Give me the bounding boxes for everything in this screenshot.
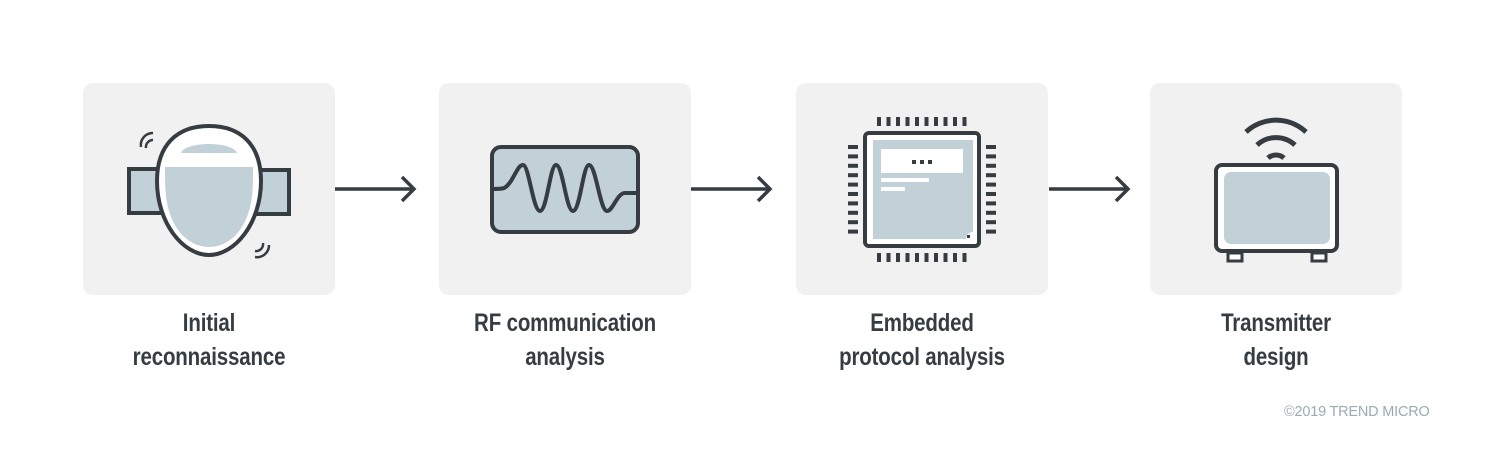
chip-pin <box>848 229 858 234</box>
chip-pin <box>848 154 858 159</box>
chip-pin <box>986 182 996 187</box>
waveform-icon <box>490 145 640 234</box>
chip-pin <box>915 117 919 126</box>
chip-pin <box>924 253 929 262</box>
label-line: analysis <box>525 343 605 371</box>
chip-pin <box>848 201 858 206</box>
chip-pin <box>986 145 996 149</box>
chip-pin <box>896 253 900 262</box>
chip-pin <box>953 117 957 126</box>
step-label-initial-reconnaissance: Initial reconnaissance <box>86 306 332 374</box>
chip-pin <box>962 117 967 126</box>
step-card-initial-reconnaissance <box>83 83 335 295</box>
copyright-notice: ©2019 TREND MICRO <box>1284 404 1430 420</box>
chip-pin <box>848 182 858 187</box>
chip-pin <box>848 220 858 225</box>
chip-pin <box>986 201 996 206</box>
label-line: RF communication <box>474 309 656 337</box>
chip-pin <box>877 253 881 262</box>
step-label-embedded-protocol-analysis: Embedded protocol analysis <box>799 306 1045 374</box>
label-line: reconnaissance <box>132 343 286 371</box>
chip-pin <box>905 253 910 262</box>
chip-pin <box>986 220 996 225</box>
label-line: Transmitter <box>1221 309 1331 337</box>
chip-pin <box>953 253 957 262</box>
label-line: design <box>1243 343 1309 371</box>
step-card-embedded-protocol-analysis <box>796 83 1048 295</box>
chip-pin <box>848 192 858 196</box>
chip-pin <box>896 117 900 126</box>
arrow-right-icon <box>691 176 773 202</box>
chip-pin <box>848 163 858 168</box>
chip-pin <box>986 192 996 196</box>
chip-pin <box>915 253 919 262</box>
chip-pin <box>986 173 996 178</box>
step-card-transmitter-design <box>1150 83 1402 295</box>
chip-pin <box>986 229 996 234</box>
chip-pin <box>848 210 858 215</box>
transmitter-icon <box>1214 117 1339 263</box>
chip-pin <box>848 173 858 178</box>
chip-pin <box>986 163 996 168</box>
chip-pin <box>886 253 891 262</box>
step-card-rf-communication-analysis <box>439 83 691 295</box>
step-label-rf-communication-analysis: RF communication analysis <box>442 306 688 374</box>
arrow-right-icon <box>1049 176 1131 202</box>
chip-pin <box>886 117 891 126</box>
arrow-right-icon <box>335 176 417 202</box>
step-label-transmitter-design: Transmitter design <box>1153 306 1399 374</box>
chip-pin <box>848 145 858 149</box>
label-line: Embedded <box>870 309 974 337</box>
chip-pin <box>934 253 938 262</box>
label-line: Initial <box>182 309 236 337</box>
chip-pin <box>943 253 948 262</box>
chip-pin <box>934 117 938 126</box>
microchip-icon <box>848 117 996 262</box>
chip-pin <box>924 117 929 126</box>
chip-pin <box>905 117 910 126</box>
chip-pin <box>986 210 996 215</box>
device-with-signal-icon <box>127 123 291 259</box>
chip-pin <box>943 117 948 126</box>
chip-pin <box>962 253 967 262</box>
chip-pin <box>877 117 881 126</box>
chip-pin <box>986 154 996 159</box>
label-line: protocol analysis <box>839 343 1005 371</box>
